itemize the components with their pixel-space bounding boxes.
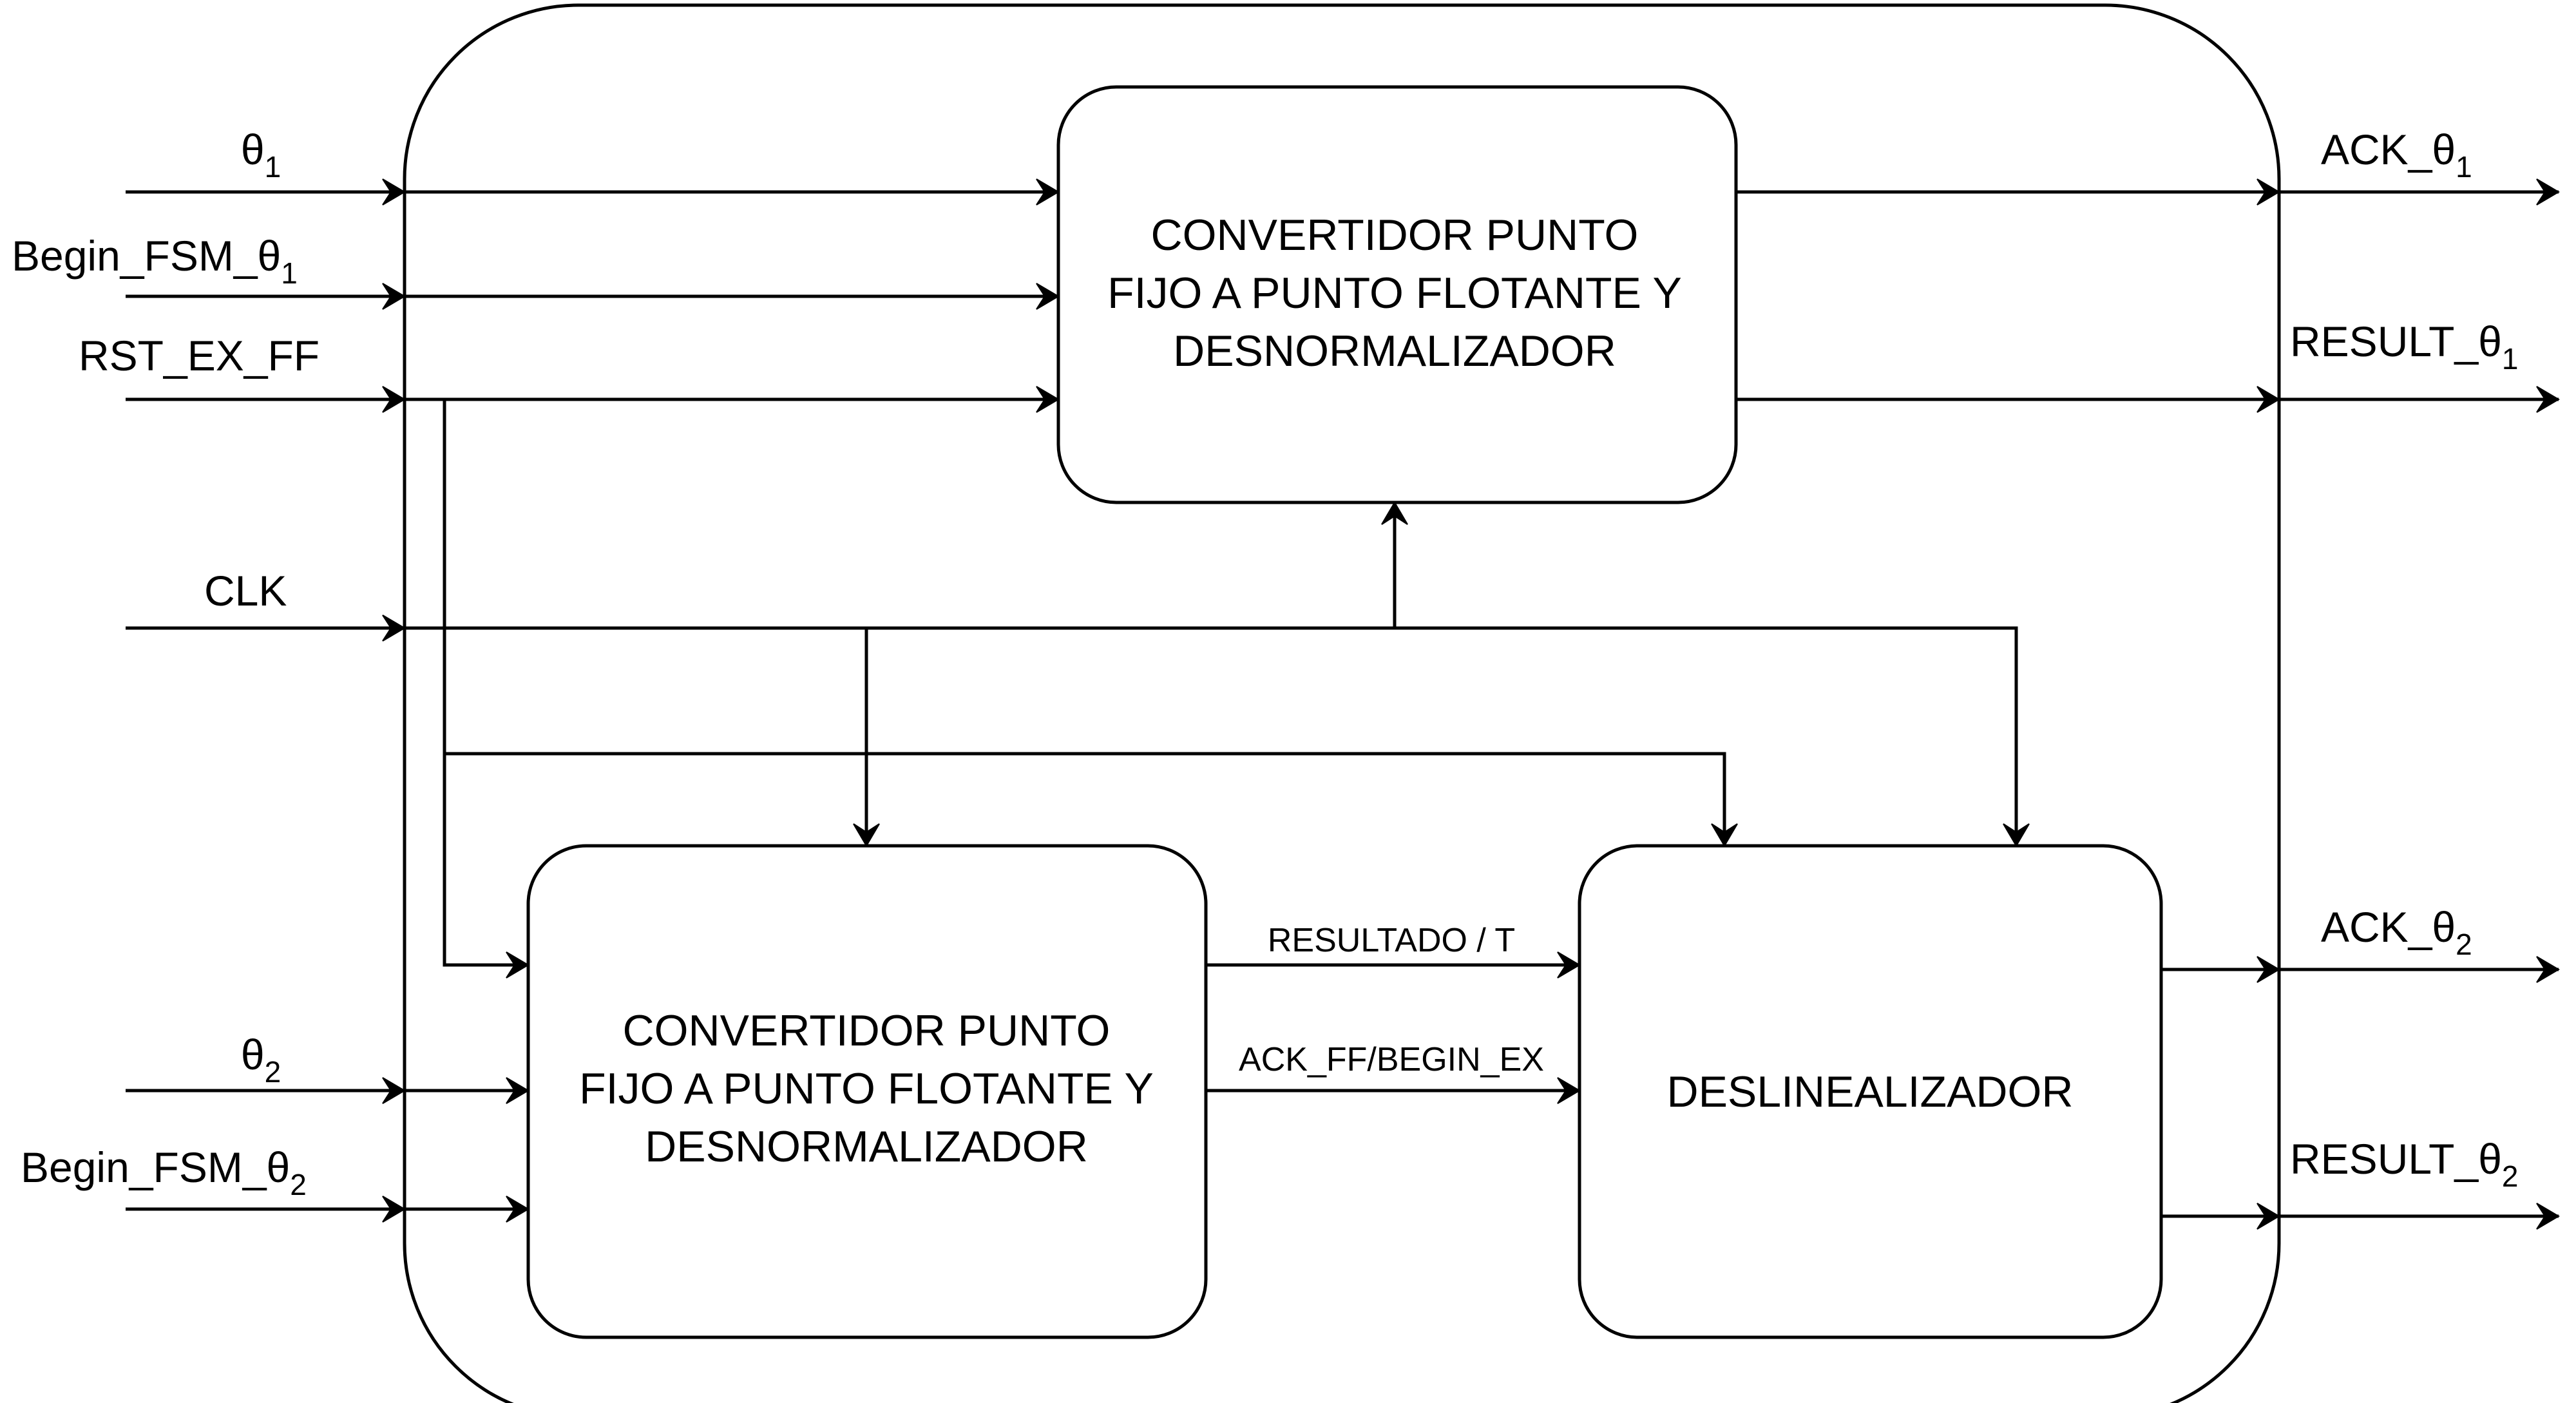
result2-inner-arrow bbox=[2256, 1203, 2280, 1230]
clk-delin-arrow bbox=[2003, 823, 2030, 847]
clk-top-arrow bbox=[1381, 501, 1408, 525]
ack1-inner-arrow bbox=[2256, 178, 2280, 205]
ack2-inner-arrow bbox=[2256, 956, 2280, 983]
theta1-in-arrow bbox=[382, 178, 406, 205]
result1-inner-arrow bbox=[2256, 386, 2280, 413]
begin1-to-top-arrow bbox=[1036, 283, 1060, 310]
rst-delin-wire bbox=[444, 752, 1726, 846]
rst-bottom-arrow bbox=[506, 951, 530, 978]
theta1-to-top-arrow bbox=[1036, 178, 1060, 205]
top-converter-label-3: DESNORMALIZADOR bbox=[1173, 327, 1616, 376]
resultado-t-arrow bbox=[1557, 951, 1581, 978]
ack2-out-arrow bbox=[2536, 956, 2560, 983]
begin-fsm-theta1-in-arrow bbox=[382, 283, 406, 310]
rst-ex-ff-label: RST_EX_FF bbox=[79, 332, 320, 379]
result2-out-arrow bbox=[2536, 1203, 2560, 1230]
rst-in-arrow bbox=[382, 386, 406, 413]
ack-theta1-label: ACK_θ1 bbox=[2321, 126, 2472, 184]
result1-out-arrow bbox=[2536, 386, 2560, 413]
delinearizer-label: DESLINEALIZADOR bbox=[1666, 1067, 2073, 1116]
wires bbox=[126, 190, 2559, 1218]
theta2-input-label: θ2 bbox=[241, 1031, 281, 1089]
ack-theta2-label: ACK_θ2 bbox=[2321, 903, 2472, 961]
clk-in-arrow bbox=[382, 615, 406, 642]
result-theta2-label: RESULT_θ2 bbox=[2290, 1135, 2519, 1193]
ack-ff-begin-ex-label: ACK_FF/BEGIN_EX bbox=[1239, 1041, 1544, 1078]
bottom-converter-label: CONVERTIDOR PUNTO bbox=[623, 1006, 1111, 1055]
clk-bottom-arrow bbox=[853, 823, 880, 847]
rst-branch-wire bbox=[443, 399, 528, 967]
theta2-to-bottom-arrow bbox=[506, 1077, 530, 1104]
begin-fsm-theta2-in-arrow bbox=[382, 1196, 406, 1223]
rst-delin-arrow bbox=[1711, 823, 1738, 847]
top-converter-label-2: FIJO A PUNTO FLOTANTE Y bbox=[1107, 269, 1682, 318]
theta2-in-arrow bbox=[382, 1077, 406, 1104]
ack1-out-arrow bbox=[2536, 178, 2560, 205]
top-converter-label: CONVERTIDOR PUNTO bbox=[1151, 211, 1639, 260]
theta1-input-label: θ1 bbox=[241, 126, 281, 184]
ack-ff-begin-ex-arrow bbox=[1557, 1077, 1581, 1104]
rst-to-top-arrow bbox=[1036, 386, 1060, 413]
begin2-to-bottom-arrow bbox=[506, 1196, 530, 1223]
bottom-converter-label-3: DESNORMALIZADOR bbox=[645, 1122, 1088, 1171]
resultado-t-label: RESULTADO / T bbox=[1268, 922, 1515, 959]
begin-fsm-theta1-label: Begin_FSM_θ1 bbox=[12, 232, 298, 290]
clk-bus-wire bbox=[405, 626, 2018, 846]
clk-label: CLK bbox=[204, 567, 287, 615]
bottom-converter-label-2: FIJO A PUNTO FLOTANTE Y bbox=[579, 1064, 1154, 1113]
begin-fsm-theta2-label: Begin_FSM_θ2 bbox=[21, 1143, 307, 1201]
arrowheads bbox=[382, 178, 2560, 1230]
result-theta1-label: RESULT_θ1 bbox=[2290, 318, 2519, 376]
